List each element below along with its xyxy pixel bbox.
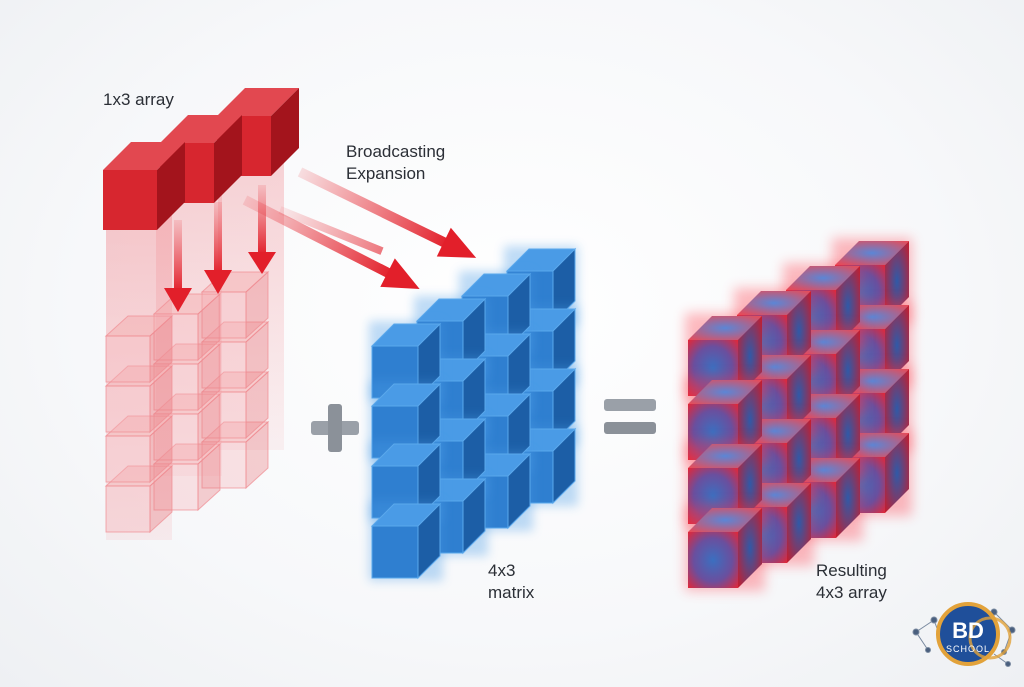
ghost-cube xyxy=(152,342,222,412)
down-arrow-icon xyxy=(164,220,192,312)
source-array-cubes xyxy=(103,88,299,230)
ghost-broadcast-grid xyxy=(104,270,270,534)
result-label-line2: 4x3 array xyxy=(816,583,887,602)
matrix-cube xyxy=(369,501,443,581)
matrix-label-line1: 4x3 xyxy=(488,561,516,580)
broadcast-label-line1: Broadcasting xyxy=(346,142,446,161)
source-array-label: 1x3 array xyxy=(103,89,174,111)
down-arrow-icon xyxy=(248,185,276,274)
diagonal-broadcast-arrows xyxy=(242,167,477,289)
diagonal-arrow-icon xyxy=(278,206,384,255)
down-arrow-icon xyxy=(204,202,232,294)
source-cube xyxy=(103,142,185,230)
ghost-cube xyxy=(200,370,270,440)
result-label-line1: Resulting xyxy=(816,561,887,580)
ghost-cube xyxy=(152,392,222,462)
broadcast-label-line2: Expansion xyxy=(346,164,426,183)
equals-operator xyxy=(604,399,656,434)
result-cube xyxy=(685,313,765,399)
diagonal-arrow-icon xyxy=(297,167,477,258)
ghost-cube xyxy=(152,292,222,362)
ghost-cube xyxy=(104,414,174,484)
matrix-label: 4x3 matrix xyxy=(488,560,534,604)
result-array-cubes xyxy=(685,238,912,591)
svg-text:BD: BD xyxy=(952,618,984,643)
plus-operator xyxy=(311,404,359,452)
svg-text:SCHOOL: SCHOOL xyxy=(946,644,990,654)
source-array-label-text: 1x3 array xyxy=(103,90,174,109)
bd-school-logo: BD SCHOOL xyxy=(912,602,1016,667)
diagonal-arrow-icon xyxy=(242,195,420,289)
ghost-cube xyxy=(104,314,174,384)
blue-matrix-cubes xyxy=(369,246,578,581)
broadcasting-expansion-label: Broadcasting Expansion xyxy=(346,141,445,185)
ghost-cube xyxy=(104,464,174,534)
vertical-broadcast-arrows xyxy=(164,185,276,312)
ghost-cube xyxy=(200,420,270,490)
matrix-label-line2: matrix xyxy=(488,583,535,602)
ghost-cube xyxy=(200,320,270,390)
ghost-cube xyxy=(104,364,174,434)
result-cube xyxy=(685,505,765,591)
ghost-cube xyxy=(152,442,222,512)
result-label: Resulting 4x3 array xyxy=(816,560,887,604)
